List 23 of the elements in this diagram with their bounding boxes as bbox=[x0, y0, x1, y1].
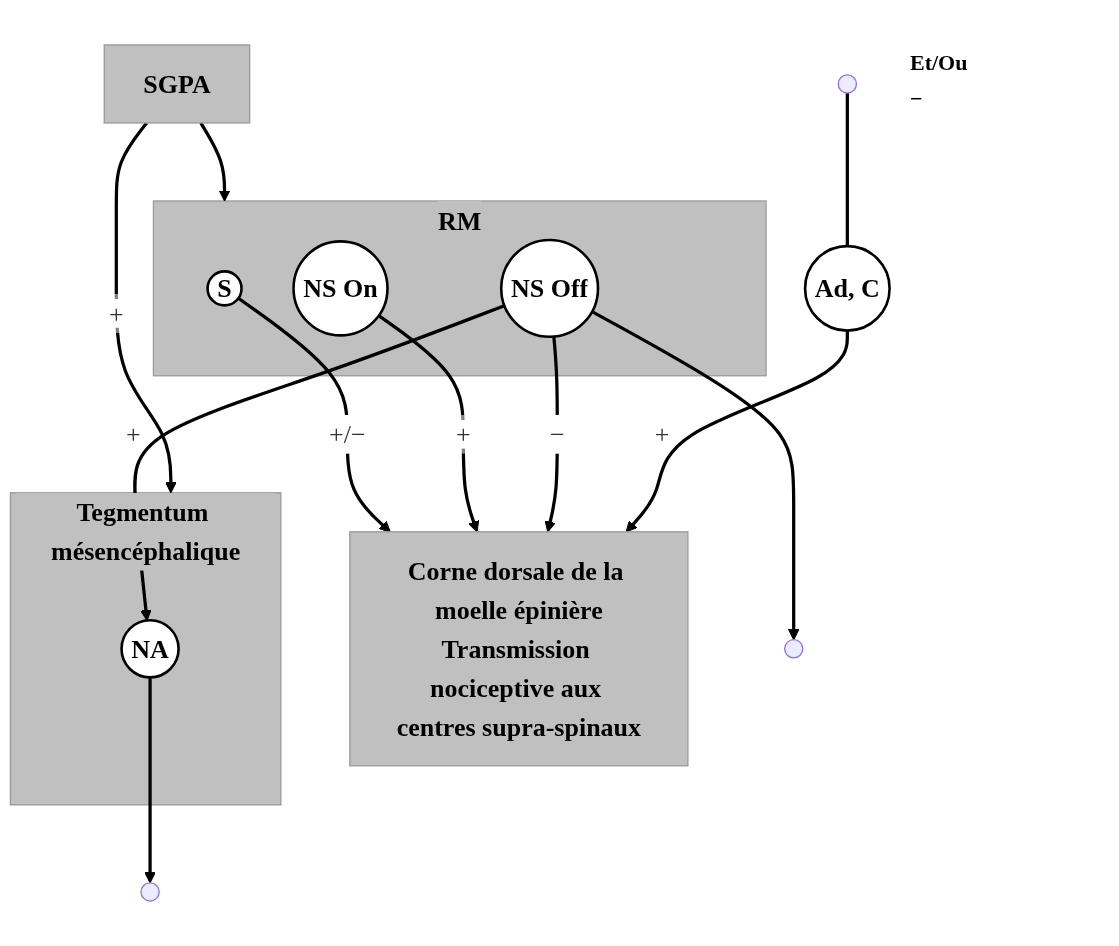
arrow bbox=[114, 121, 177, 494]
arrow bbox=[199, 122, 231, 202]
arrow bbox=[625, 330, 849, 533]
node-circle: NA bbox=[120, 619, 180, 679]
edge-label: − bbox=[549, 419, 565, 449]
node-box: SGPA bbox=[103, 44, 251, 124]
node-circle: S bbox=[206, 270, 243, 307]
edge-label: + bbox=[654, 419, 670, 449]
node-box: Corne dorsale de la moelle épinière Transmission nociceptive aux centres supra-spinaux bbox=[349, 531, 689, 767]
node-circle: Ad, C bbox=[803, 244, 891, 332]
note-text: − bbox=[910, 86, 924, 112]
arrow bbox=[237, 296, 391, 533]
edge-label: +/− bbox=[329, 419, 366, 449]
node-circle: NS On bbox=[292, 240, 389, 337]
arrow bbox=[144, 677, 156, 884]
connector bbox=[845, 93, 849, 247]
edge-label: + bbox=[126, 419, 141, 449]
arrow bbox=[591, 310, 800, 641]
note-text: Et/Ou bbox=[910, 50, 969, 76]
arrow bbox=[377, 314, 480, 533]
edge-label: + bbox=[108, 299, 124, 328]
edge-label: + bbox=[455, 419, 471, 449]
node-circle: NS Off bbox=[499, 238, 600, 339]
